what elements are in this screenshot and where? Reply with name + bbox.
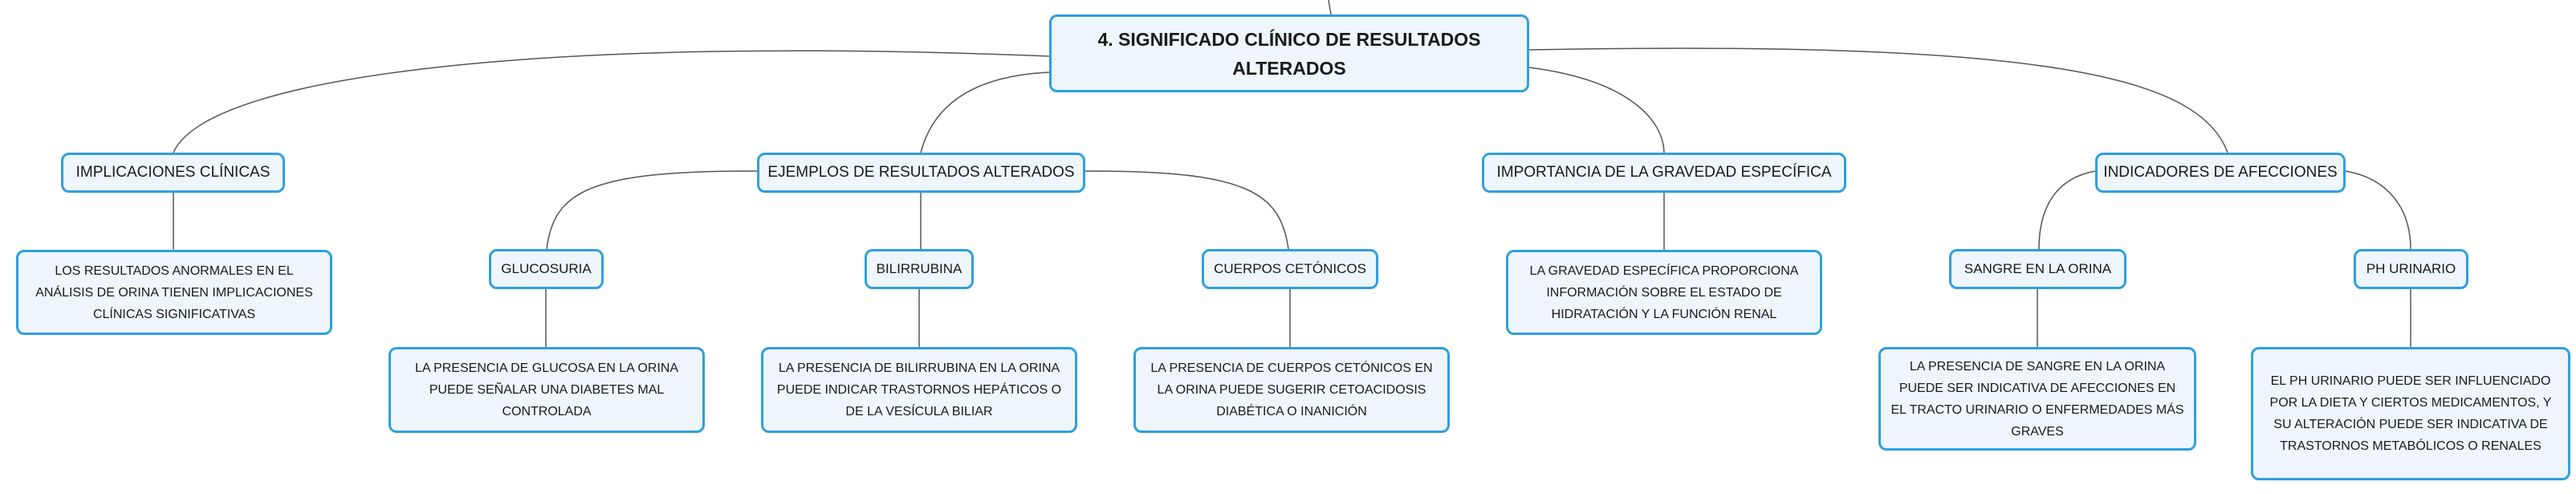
subtopic-bilirrubina[interactable]: BILIRRUBINA [865, 249, 974, 289]
detail-text: LA PRESENCIA DE SANGRE EN LA ORINA PUEDE… [1890, 359, 2184, 439]
detail-text: LA PRESENCIA DE GLUCOSA EN LA ORINA PUED… [414, 361, 679, 418]
detail-cuerpos-cetonicos[interactable]: LA PRESENCIA DE CUERPOS CETÓNICOS EN LA … [1133, 347, 1450, 433]
subtopic-label: PH URINARIO [2366, 261, 2456, 276]
subtopic-label: SANGRE EN LA ORINA [1964, 261, 2112, 276]
detail-bilirrubina[interactable]: LA PRESENCIA DE BILIRRUBINA EN LA ORINA … [761, 347, 1077, 433]
detail-glucosuria[interactable]: LA PRESENCIA DE GLUCOSA EN LA ORINA PUED… [389, 347, 705, 433]
subtopic-glucosuria[interactable]: GLUCOSURIA [489, 249, 604, 289]
detail-gravedad-especifica[interactable]: LA GRAVEDAD ESPECÍFICA PROPORCIONA INFOR… [1506, 250, 1822, 335]
detail-text: LA PRESENCIA DE CUERPOS CETÓNICOS EN LA … [1150, 361, 1433, 418]
subtopic-label: BILIRRUBINA [876, 261, 962, 276]
root-topic[interactable]: 4. SIGNIFICADO CLÍNICO DE RESULTADOS ALT… [1049, 14, 1529, 92]
detail-text: LA GRAVEDAD ESPECÍFICA PROPORCIONA INFOR… [1529, 263, 1799, 321]
subtopic-cuerpos-cetonicos[interactable]: CUERPOS CETÓNICOS [1202, 249, 1378, 289]
branch-label: INDICADORES DE AFECCIONES [2103, 164, 2338, 181]
detail-text: EL PH URINARIO PUEDE SER INFLUENCIADO PO… [2269, 374, 2552, 453]
branch-importancia-gravedad-especifica[interactable]: IMPORTANCIA DE LA GRAVEDAD ESPECÍFICA [1482, 153, 1846, 193]
detail-ph-urinario[interactable]: EL PH URINARIO PUEDE SER INFLUENCIADO PO… [2251, 347, 2570, 480]
branch-ejemplos-resultados-alterados[interactable]: EJEMPLOS DE RESULTADOS ALTERADOS [757, 153, 1085, 193]
detail-sangre-en-la-orina[interactable]: LA PRESENCIA DE SANGRE EN LA ORINA PUEDE… [1878, 347, 2196, 451]
branch-label: IMPORTANCIA DE LA GRAVEDAD ESPECÍFICA [1496, 164, 1832, 181]
branch-indicadores-afecciones[interactable]: INDICADORES DE AFECCIONES [2095, 153, 2346, 193]
branch-label: EJEMPLOS DE RESULTADOS ALTERADOS [767, 164, 1075, 181]
subtopic-ph-urinario[interactable]: PH URINARIO [2354, 249, 2468, 289]
subtopic-label: CUERPOS CETÓNICOS [1214, 261, 1366, 276]
root-topic-label: 4. SIGNIFICADO CLÍNICO DE RESULTADOS ALT… [1097, 28, 1481, 79]
detail-text: LA PRESENCIA DE BILIRRUBINA EN LA ORINA … [776, 361, 1062, 418]
detail-text: LOS RESULTADOS ANORMALES EN EL ANÁLISIS … [35, 263, 313, 321]
subtopic-label: GLUCOSURIA [501, 261, 592, 276]
branch-label: IMPLICACIONES CLÍNICAS [75, 164, 271, 181]
subtopic-sangre-en-la-orina[interactable]: SANGRE EN LA ORINA [1949, 249, 2126, 289]
detail-implicaciones-clinicas[interactable]: LOS RESULTADOS ANORMALES EN EL ANÁLISIS … [16, 250, 332, 335]
branch-implicaciones-clinicas[interactable]: IMPLICACIONES CLÍNICAS [61, 153, 285, 193]
